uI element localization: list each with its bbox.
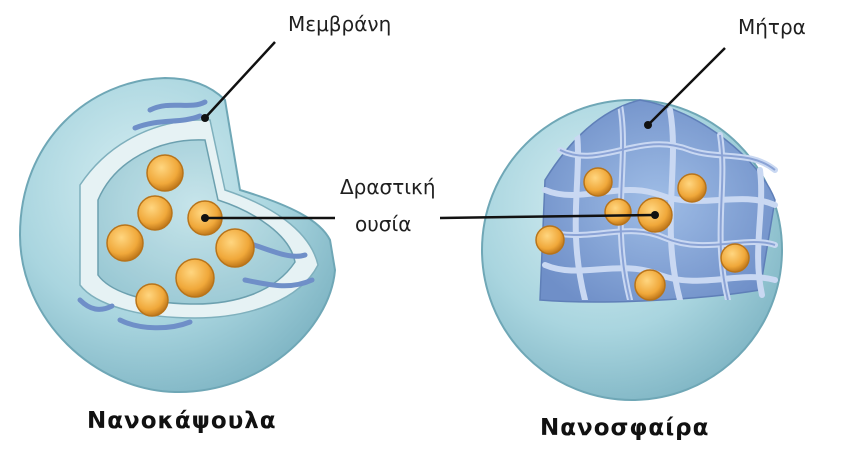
drug-particle	[147, 155, 183, 191]
membrane-label: Μεμβράνη	[288, 12, 391, 36]
drug-particle	[678, 174, 706, 202]
nanocapsule-title: Νανοκάψουλα	[87, 408, 277, 434]
drug-particle	[136, 284, 168, 316]
matrix-label: Μήτρα	[738, 15, 806, 39]
active-substance-label-line1: Δραστική	[340, 175, 436, 199]
active-substance-label-line2: ουσία	[355, 212, 411, 236]
nanocapsule-illustration	[20, 78, 335, 392]
drug-particle	[721, 244, 749, 272]
drug-particle	[605, 199, 631, 225]
drug-particle	[584, 168, 612, 196]
drug-particle	[138, 196, 172, 230]
membrane-leader-dot	[201, 114, 209, 122]
drug-particle	[635, 270, 665, 300]
nanosphere-illustration	[482, 100, 782, 400]
drug-particle	[107, 225, 143, 261]
nanosphere-title: Νανοσφαίρα	[540, 415, 709, 441]
drug-particle	[176, 259, 214, 297]
drug-particle	[216, 229, 254, 267]
matrix-leader-dot	[644, 121, 652, 129]
active-substance-dot-left	[201, 214, 209, 222]
drug-particle	[536, 226, 564, 254]
membrane-leader-line	[205, 42, 275, 118]
active-substance-dot-right	[651, 211, 659, 219]
